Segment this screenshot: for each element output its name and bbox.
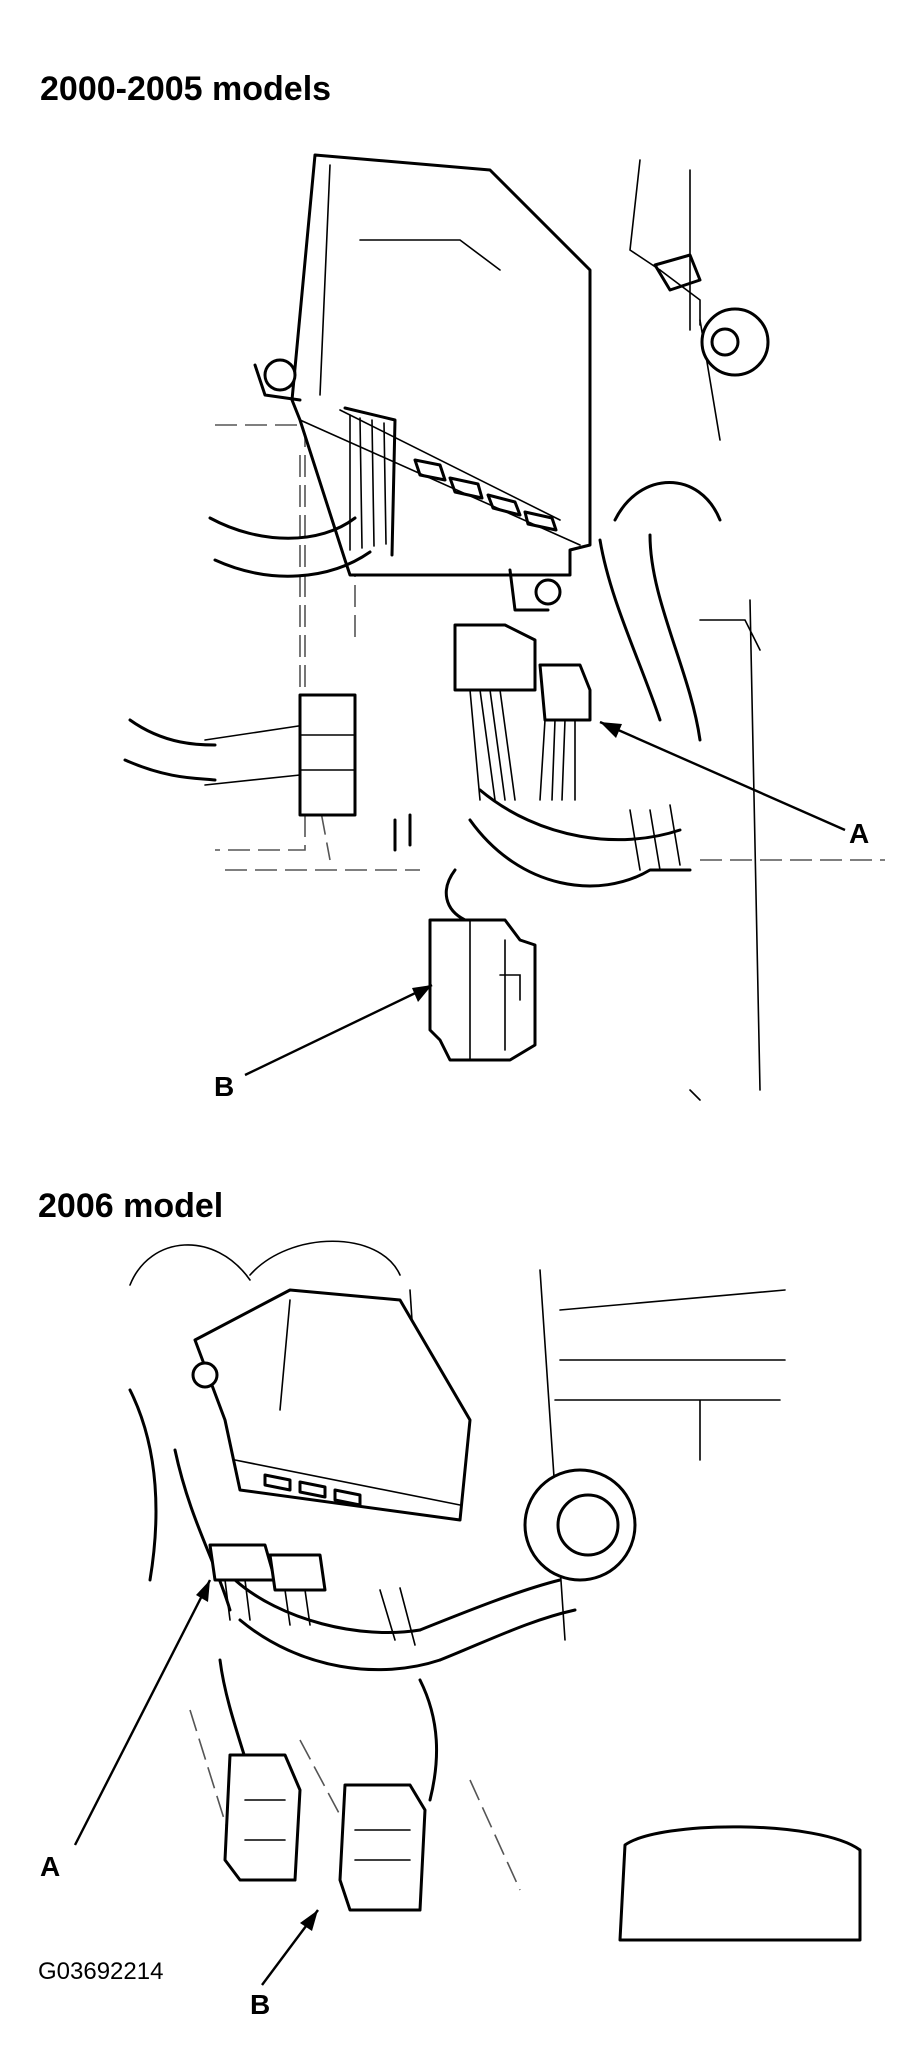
mounting-bolt	[653, 253, 770, 377]
harness-bottom	[128, 1388, 577, 1802]
connector-b-top	[428, 918, 537, 1062]
mounting-bolt-bottom	[523, 1468, 637, 1582]
figure-code: G03692214	[38, 1958, 164, 1985]
main-harness-top	[444, 481, 722, 922]
leader-a-top	[599, 720, 846, 832]
callout-a-top: A	[849, 818, 870, 849]
top-diagram-title: 2000-2005 models	[40, 70, 332, 108]
ecu-module-bottom	[191, 1288, 472, 1522]
callout-b-top: B	[214, 1071, 235, 1102]
pedal	[618, 1825, 862, 1942]
connector-a-top	[453, 623, 592, 801]
leader-a-bottom	[73, 1579, 212, 1846]
side-connector	[123, 693, 412, 852]
leader-b-top	[244, 983, 433, 1077]
harness-top-left	[208, 406, 397, 578]
bottom-diagram	[73, 1240, 862, 1986]
ecu-module-top	[253, 153, 592, 612]
connector-b-bottom	[223, 1753, 427, 1912]
callout-a-bottom: A	[40, 1851, 61, 1882]
connector-a-bottom	[208, 1543, 327, 1626]
callout-b-bottom: B	[250, 1989, 271, 2020]
bottom-diagram-title: 2006 model	[38, 1187, 224, 1225]
top-diagram	[123, 153, 885, 1101]
